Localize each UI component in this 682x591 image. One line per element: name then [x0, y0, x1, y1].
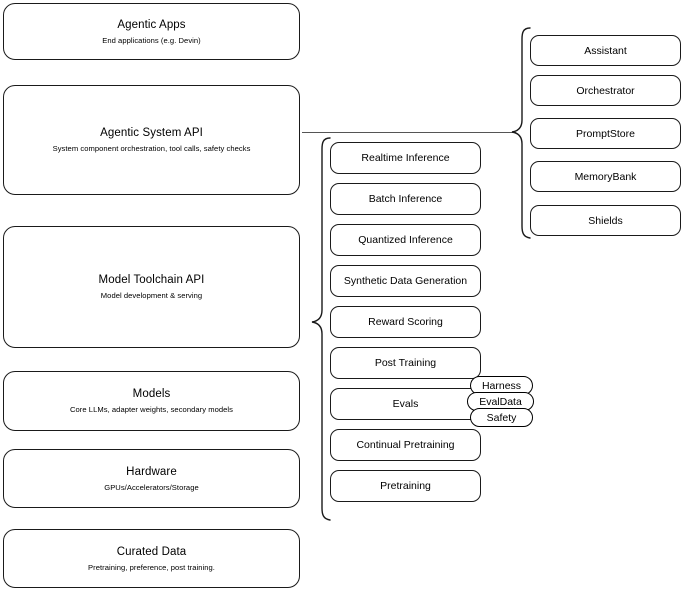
layer-models[interactable]: Models Core LLMs, adapter weights, secon… — [3, 371, 300, 431]
capability-synthetic-data-generation[interactable]: Synthetic Data Generation — [330, 265, 481, 297]
layer-subtitle: System component orchestration, tool cal… — [52, 144, 251, 154]
eval-badge-safety[interactable]: Safety — [470, 408, 533, 427]
layer-subtitle: GPUs/Accelerators/Storage — [104, 482, 199, 492]
layer-model-toolchain-api[interactable]: Model Toolchain API Model development & … — [3, 226, 300, 348]
chip-label: Shields — [588, 214, 623, 227]
layer-agentic-system-api[interactable]: Agentic System API System component orch… — [3, 85, 300, 195]
layer-agentic-apps[interactable]: Agentic Apps End applications (e.g. Devi… — [3, 3, 300, 60]
capability-evals[interactable]: Evals — [330, 388, 481, 420]
capability-continual-pretraining[interactable]: Continual Pretraining — [330, 429, 481, 461]
component-memorybank[interactable]: MemoryBank — [530, 161, 681, 192]
capability-quantized-inference[interactable]: Quantized Inference — [330, 224, 481, 256]
chip-label: MemoryBank — [574, 170, 637, 183]
chip-label: Pretraining — [380, 480, 431, 492]
pill-label: EvalData — [479, 395, 522, 408]
brace-model-toolchain — [310, 136, 332, 522]
layer-title: Curated Data — [116, 545, 187, 558]
pill-label: Harness — [481, 379, 522, 392]
component-shields[interactable]: Shields — [530, 205, 681, 236]
eval-badge-evaldata[interactable]: EvalData — [467, 392, 534, 411]
pill-label: Safety — [486, 411, 517, 424]
component-orchestrator[interactable]: Orchestrator — [530, 75, 681, 106]
chip-label: Reward Scoring — [368, 316, 443, 328]
layer-subtitle: Model development & serving — [100, 291, 203, 301]
brace-agentic-system-components — [510, 26, 532, 240]
layer-title: Models — [132, 388, 171, 401]
capability-post-training[interactable]: Post Training — [330, 347, 481, 379]
capability-pretraining[interactable]: Pretraining — [330, 470, 481, 502]
capability-batch-inference[interactable]: Batch Inference — [330, 183, 481, 215]
chip-label: Continual Pretraining — [356, 439, 455, 451]
capability-realtime-inference[interactable]: Realtime Inference — [330, 142, 481, 174]
component-promptstore[interactable]: PromptStore — [530, 118, 681, 149]
layer-subtitle: End applications (e.g. Devin) — [102, 35, 201, 45]
chip-label: Batch Inference — [368, 193, 443, 205]
layer-title: Agentic System API — [100, 127, 203, 140]
layer-title: Hardware — [126, 465, 177, 478]
chip-label: Quantized Inference — [358, 234, 453, 246]
chip-label: Assistant — [584, 44, 627, 57]
chip-label: Orchestrator — [576, 84, 635, 97]
capability-reward-scoring[interactable]: Reward Scoring — [330, 306, 481, 338]
chip-label: Post Training — [374, 357, 437, 369]
layer-subtitle: Pretraining, preference, post training. — [88, 562, 215, 572]
layer-title: Model Toolchain API — [98, 274, 205, 287]
chip-label: PromptStore — [576, 127, 635, 140]
layer-subtitle: Core LLMs, adapter weights, secondary mo… — [69, 405, 233, 415]
layer-title: Agentic Apps — [117, 18, 186, 31]
chip-label: Realtime Inference — [361, 152, 450, 164]
chip-label: Evals — [392, 398, 419, 410]
layer-curated-data[interactable]: Curated Data Pretraining, preference, po… — [3, 529, 300, 588]
chip-label: Synthetic Data Generation — [343, 275, 468, 287]
layer-hardware[interactable]: Hardware GPUs/Accelerators/Storage — [3, 449, 300, 508]
component-assistant[interactable]: Assistant — [530, 35, 681, 66]
connector-agentic-system-to-components — [302, 132, 516, 134]
